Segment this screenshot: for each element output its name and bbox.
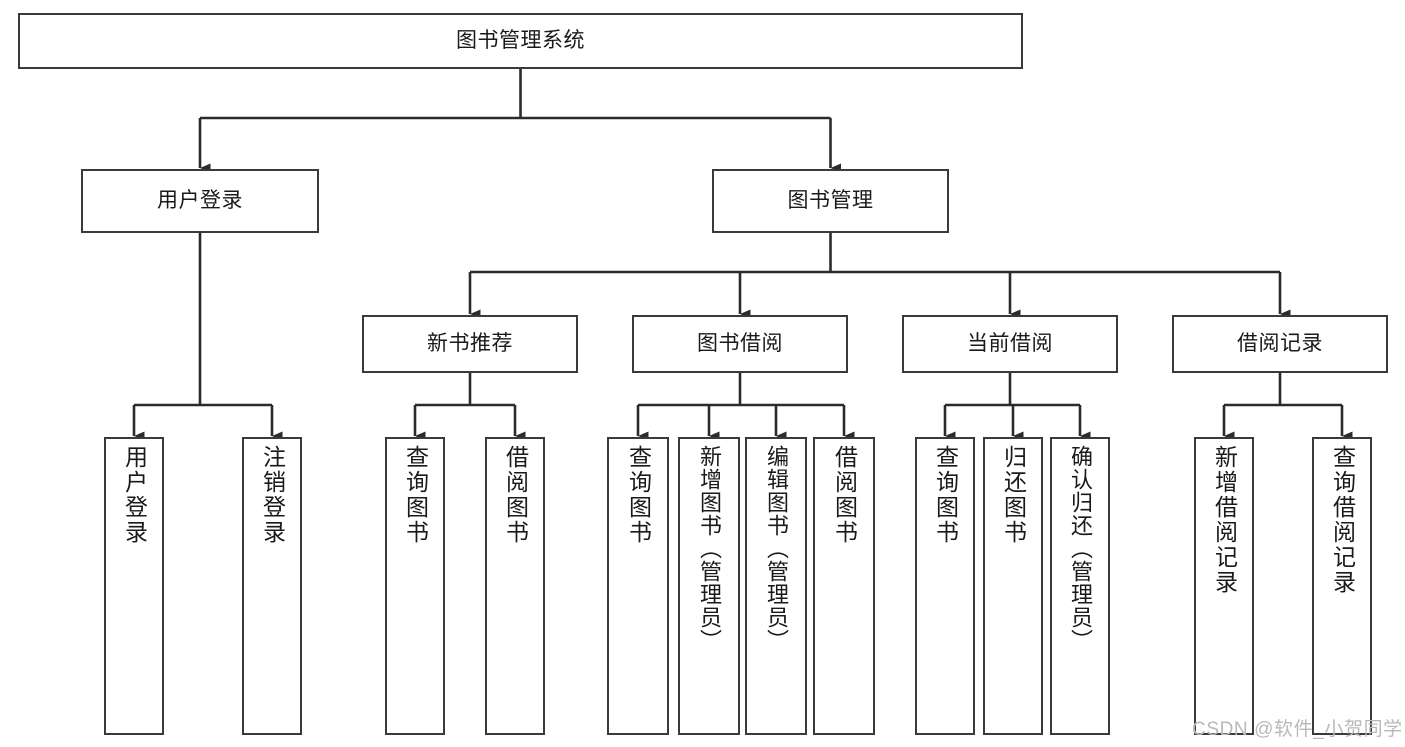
node-box-root[interactable]: 图书管理系统 [18,13,1023,69]
node-label-user-login: 用户登录 [157,188,243,212]
node-box-borrow-record[interactable]: 借阅记录 [1172,315,1388,373]
node-box-leaf-query-borrow-record[interactable]: 查询借阅记录 [1312,437,1372,735]
node-label-leaf-user-login: 用户登录 [121,445,148,545]
node-label-leaf-query-book-current: 查询图书 [932,445,959,545]
node-box-leaf-borrow-book-recommend[interactable]: 借阅图书 [485,437,545,735]
node-box-leaf-query-book-current[interactable]: 查询图书 [915,437,975,735]
node-label-new-book-recommend: 新书推荐 [427,331,513,355]
node-label-current-borrow: 当前借阅 [967,331,1053,355]
node-label-leaf-edit-book-admin: 编辑图书（管理员） [764,445,789,652]
node-label-leaf-add-borrow-record: 新增借阅记录 [1211,445,1238,595]
node-label-leaf-query-borrow-record: 查询借阅记录 [1329,445,1356,595]
node-box-book-management[interactable]: 图书管理 [712,169,949,233]
node-box-current-borrow[interactable]: 当前借阅 [902,315,1118,373]
node-label-book-borrow: 图书借阅 [697,331,783,355]
node-box-leaf-user-login[interactable]: 用户登录 [104,437,164,735]
node-label-borrow-record: 借阅记录 [1237,331,1323,355]
node-box-book-borrow[interactable]: 图书借阅 [632,315,848,373]
node-label-book-management: 图书管理 [787,188,874,212]
node-label-leaf-logout-login: 注销登录 [259,445,286,545]
node-label-leaf-return-book: 归还图书 [1000,445,1027,545]
node-box-leaf-logout-login[interactable]: 注销登录 [242,437,302,735]
node-box-leaf-return-book[interactable]: 归还图书 [983,437,1043,735]
node-box-leaf-borrow-book[interactable]: 借阅图书 [813,437,875,735]
node-label-leaf-add-book-admin: 新增图书（管理员） [697,445,722,652]
node-label-leaf-query-book-borrow: 查询图书 [625,445,652,545]
node-label-leaf-borrow-book: 借阅图书 [831,445,858,545]
node-box-user-login[interactable]: 用户登录 [81,169,319,233]
node-label-leaf-confirm-return-admin: 确认归还（管理员） [1068,445,1093,652]
node-box-leaf-add-book-admin[interactable]: 新增图书（管理员） [678,437,740,735]
node-box-leaf-query-book-recommend[interactable]: 查询图书 [385,437,445,735]
node-label-root: 图书管理系统 [456,28,585,52]
node-box-leaf-edit-book-admin[interactable]: 编辑图书（管理员） [745,437,807,735]
node-box-leaf-confirm-return-admin[interactable]: 确认归还（管理员） [1050,437,1110,735]
node-label-leaf-borrow-book-recommend: 借阅图书 [502,445,529,545]
node-box-leaf-query-book-borrow[interactable]: 查询图书 [607,437,669,735]
node-label-leaf-query-book-recommend: 查询图书 [402,445,429,545]
node-box-new-book-recommend[interactable]: 新书推荐 [362,315,578,373]
node-box-leaf-add-borrow-record[interactable]: 新增借阅记录 [1194,437,1254,735]
